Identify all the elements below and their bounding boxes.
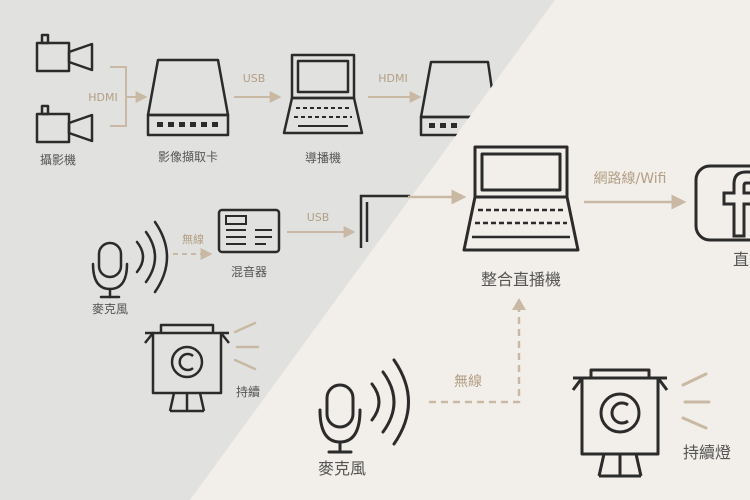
light-label-left: 持續 [236, 384, 260, 399]
laptop-icon-partial [359, 194, 410, 248]
switcher-keyboard [294, 107, 352, 127]
camera-icon [35, 33, 94, 73]
switcher-label: 導播機 [305, 150, 341, 165]
network-label: 網路線/Wifi [594, 171, 667, 187]
hdmi-out-label: HDMI [378, 72, 407, 85]
wireless-arrowhead-right [512, 298, 526, 310]
mixer-icon [217, 208, 281, 254]
platform-label: 直 [733, 250, 749, 269]
mic-label-right: 麥克風 [318, 459, 366, 478]
light-rays-icon [233, 321, 260, 371]
left-background [0, 0, 555, 500]
facebook-icon [694, 164, 750, 242]
light-label-right: 持續燈 [683, 443, 731, 462]
usb-label-2: USB [307, 211, 330, 224]
camera-label: 攝影機 [40, 152, 76, 167]
sound-waves-icon [135, 220, 169, 294]
light-rays-icon [681, 372, 711, 430]
microphone-icon [91, 241, 129, 299]
usb-label: USB [243, 72, 266, 85]
all-in-one-streaming-machine-icon [462, 145, 580, 252]
sound-waves-icon [370, 358, 410, 446]
mixer-label: 混音器 [231, 264, 267, 279]
switcher-laptop-icon [282, 53, 364, 135]
camera-icon [35, 104, 94, 144]
continuous-light-icon [571, 368, 669, 478]
mixer-controls [225, 215, 272, 245]
continuous-light-icon [144, 323, 230, 413]
all-in-one-label: 整合直播機 [481, 270, 561, 289]
encoder-ports [429, 123, 457, 128]
wireless-label-right: 無線 [454, 374, 482, 390]
microphone-icon [318, 383, 362, 454]
capture-card-label: 影像擷取卡 [158, 149, 218, 164]
capture-card-icon [146, 58, 230, 137]
hdmi-in-label: HDMI [88, 91, 117, 104]
wireless-label-left: 無線 [182, 232, 204, 246]
capture-card-ports [157, 122, 218, 127]
wireless-path-right [429, 305, 521, 404]
streaming-machine-keyboard [472, 208, 570, 239]
mic-label-left: 麥克風 [92, 302, 128, 316]
